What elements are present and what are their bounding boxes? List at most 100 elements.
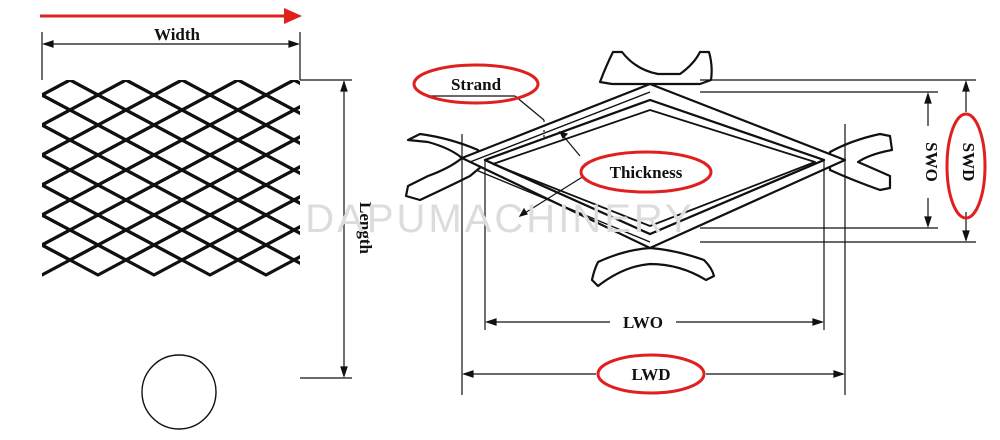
mesh-diamond (322, 140, 378, 170)
mesh-sheet (0, 65, 406, 277)
mesh-diamond (208, 168, 268, 202)
strand-pointer (428, 95, 545, 138)
mesh-diamond (208, 228, 268, 262)
mesh-diamond (42, 213, 72, 247)
mesh-diamond (292, 104, 300, 116)
mesh-diamond (152, 80, 212, 112)
detail-circle (141, 354, 217, 430)
swd-dimension (700, 79, 976, 243)
mesh-diamond (208, 198, 268, 232)
mesh-diamond (208, 108, 268, 142)
mesh-diamond (96, 168, 156, 202)
mesh-diamond (350, 155, 406, 185)
mesh-diamond (0, 155, 14, 185)
lwd-label: LWD (631, 365, 670, 384)
swd-highlight (945, 112, 987, 220)
mesh-diamond (42, 168, 100, 202)
mesh-diamond (68, 213, 128, 247)
mesh-diamond (42, 213, 44, 217)
mesh-diamond (68, 123, 128, 157)
mesh-diamond (322, 110, 378, 140)
mesh-diamond (180, 123, 240, 157)
mesh-diamond (124, 93, 184, 127)
mesh-diamond (124, 123, 184, 157)
mesh-diamond (236, 243, 296, 277)
mesh-diamond (350, 95, 406, 125)
lwo-dimension (484, 160, 825, 330)
mesh-diamond (68, 153, 128, 187)
length-label: Length (356, 202, 375, 255)
mesh-diamond (152, 198, 212, 232)
mesh-diamond (42, 93, 44, 97)
mesh-diamond (292, 254, 300, 266)
mesh-diamond (42, 243, 44, 247)
mesh-diamond (208, 80, 268, 112)
mesh-diamond (124, 183, 184, 217)
mesh-diamond (264, 80, 300, 112)
mesh-diamond (236, 123, 296, 157)
thickness-highlight (579, 150, 713, 194)
lwd-dimension (461, 124, 846, 395)
mesh-diamond (322, 80, 378, 110)
mesh-diamond (42, 108, 100, 142)
mesh-diamond (180, 243, 240, 277)
mesh-diamond (236, 183, 296, 217)
mesh-diamond (0, 65, 14, 95)
mesh-diamond (264, 138, 300, 172)
mesh-diamond (42, 243, 72, 277)
mesh-diamond (68, 183, 128, 217)
mesh-diamond (0, 185, 14, 215)
mesh-diamond (180, 93, 240, 127)
swd-label: SWD (959, 143, 978, 182)
mesh-diamond (42, 153, 44, 157)
mesh-diamond (264, 168, 300, 202)
mesh-diamond (0, 125, 14, 155)
mesh-diamond (68, 93, 128, 127)
thickness-pointer (518, 131, 585, 217)
width-dimension (41, 32, 301, 80)
mesh-diamond (292, 134, 300, 146)
mesh-diamond (42, 93, 72, 127)
mesh-diamond (236, 80, 296, 97)
mesh-diamond (124, 213, 184, 247)
mesh-diamond (42, 138, 100, 172)
mesh-diamond (180, 153, 240, 187)
mesh-diamond (42, 80, 100, 112)
mesh-diamond (42, 183, 72, 217)
mesh-diamond (42, 183, 44, 187)
mesh-diamond (292, 164, 300, 176)
direction-arrow (40, 8, 302, 24)
mesh-diamond (124, 243, 184, 277)
watermark: DAPUMACHINERY (305, 197, 694, 241)
mesh-diamond (350, 125, 406, 155)
mesh-diamond (42, 123, 44, 127)
mesh-diamond (0, 95, 14, 125)
mesh-diamond (180, 183, 240, 217)
mesh-diamond (0, 215, 14, 245)
mesh-diamond (236, 93, 296, 127)
mesh-diamond (96, 228, 156, 262)
mesh-diamond (42, 153, 72, 187)
mesh-diamond (96, 138, 156, 172)
mesh-diamond (96, 80, 156, 112)
mesh-diamond (152, 108, 212, 142)
strand-label: Strand (451, 75, 502, 94)
width-label: Width (154, 25, 201, 44)
swo-dimension (700, 91, 938, 229)
mesh-diamond (180, 213, 240, 247)
mesh-diamond (152, 168, 212, 202)
mesh-diamond (236, 213, 296, 247)
mesh-diamond (208, 138, 268, 172)
mesh-diamond (68, 80, 128, 97)
length-dimension (300, 79, 352, 379)
swo-label: SWO (922, 142, 941, 182)
mesh-diamond (124, 80, 184, 97)
mesh-diamond (264, 108, 300, 142)
mesh-diamond (152, 228, 212, 262)
mesh-diamond (42, 123, 72, 157)
mesh-diamond (96, 198, 156, 232)
mesh-diamond (42, 198, 100, 232)
mesh-diamond (0, 245, 14, 275)
mesh-diamond (350, 65, 406, 95)
